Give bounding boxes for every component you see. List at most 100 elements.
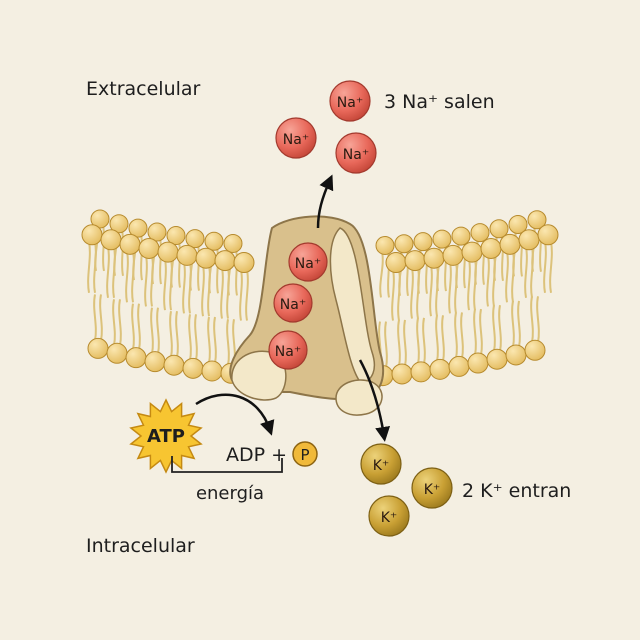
lipid-tail <box>226 319 230 366</box>
lipid-tails <box>87 224 553 368</box>
lipid-tail <box>216 247 219 294</box>
lipid-head <box>461 241 483 263</box>
lipid-tail <box>93 241 97 293</box>
lipid-tail <box>220 267 224 319</box>
na-ion: Na⁺ <box>268 330 308 370</box>
lipid-head <box>527 210 547 230</box>
lipid-tail <box>194 314 198 361</box>
lipid-head <box>429 358 451 380</box>
lipid-head <box>119 233 141 255</box>
k-ion: K⁺ <box>411 467 453 509</box>
svg-text:K⁺: K⁺ <box>381 510 398 526</box>
lipid-tail <box>150 255 154 307</box>
svg-text:P: P <box>300 446 309 464</box>
lipid-tail <box>403 319 407 367</box>
k-ion: K⁺ <box>360 443 402 485</box>
lipid-tail <box>163 258 167 311</box>
lipid-tail <box>530 296 534 343</box>
lipid-tail <box>543 241 547 293</box>
lipid-head <box>100 229 122 251</box>
atp-label: ATP <box>147 426 185 447</box>
sodium-ions-in-pump: Na⁺ Na⁺ Na⁺ <box>268 242 328 370</box>
lipid-head <box>223 233 243 253</box>
lipid-tail <box>182 262 186 314</box>
svg-text:Na⁺: Na⁺ <box>295 256 321 272</box>
lipid-tail <box>448 262 452 314</box>
atp-hydrolysis-arrow <box>195 393 275 436</box>
lipid-tail <box>473 308 477 356</box>
lipid-head <box>489 219 509 239</box>
lipid-tail <box>169 258 173 311</box>
lipid-head <box>138 237 160 259</box>
lipid-tail <box>118 299 122 346</box>
lipid-tail <box>384 321 388 368</box>
lipid-head <box>157 241 179 263</box>
atp-burst: ATP <box>129 398 203 474</box>
lipid-head <box>404 250 426 272</box>
lipid-head <box>385 252 407 274</box>
lipid-heads <box>81 209 559 387</box>
lipid-head <box>163 354 185 376</box>
lipid-tail <box>188 262 192 314</box>
lipid-head <box>195 247 217 269</box>
lipid-head <box>87 337 109 359</box>
lipid-head <box>144 351 166 373</box>
potassium-entry-caption: 2 K⁺ entran <box>462 480 571 502</box>
lipid-tail <box>416 267 420 319</box>
energy-bracket <box>171 456 283 473</box>
lipid-tail <box>505 251 509 303</box>
lipid-tail <box>112 246 116 298</box>
lipid-tail <box>435 265 439 317</box>
lipid-head <box>125 347 147 369</box>
lipid-tail <box>197 244 200 291</box>
svg-text:Na⁺: Na⁺ <box>275 344 301 360</box>
lipid-tail <box>235 249 238 296</box>
na-ion: Na⁺ <box>275 117 317 159</box>
lipid-tail <box>131 303 135 350</box>
lipid-tail <box>140 233 143 281</box>
lipid-head <box>423 247 445 269</box>
na-ion: Na⁺ <box>329 80 371 122</box>
lipid-tail <box>530 246 534 298</box>
sodium-ions-outside: Na⁺ Na⁺ Na⁺ <box>275 80 377 174</box>
lipid-head <box>508 214 528 234</box>
lipid-tail <box>175 311 179 358</box>
lipid-tail <box>467 258 471 311</box>
lipid-tail <box>112 299 116 346</box>
potassium-ions-inside: K⁺ K⁺ K⁺ <box>360 443 453 537</box>
svg-text:Na⁺: Na⁺ <box>280 297 306 313</box>
potassium-entry-arrow <box>358 359 391 442</box>
lipid-head <box>394 234 414 254</box>
lipid-tail <box>549 241 553 293</box>
lipid-tail <box>397 269 401 321</box>
phospholipid-bilayer <box>81 209 559 387</box>
lipid-tail <box>87 241 91 293</box>
lipid-head <box>470 223 490 243</box>
lipid-head <box>147 222 167 242</box>
na-ion: Na⁺ <box>335 132 377 174</box>
lipid-tail <box>188 314 192 361</box>
lipid-head <box>106 342 128 364</box>
lipid-tail <box>239 269 243 321</box>
pump-right-lobe <box>335 379 383 416</box>
svg-text:K⁺: K⁺ <box>424 482 441 498</box>
lipid-head <box>204 231 224 251</box>
lipid-tail <box>159 237 162 285</box>
lipid-tail <box>379 251 384 298</box>
lipid-tail <box>207 265 211 317</box>
lipid-head <box>480 237 502 259</box>
lipid-head <box>176 244 198 266</box>
lipid-tail <box>169 311 173 358</box>
lipid-tail <box>144 255 148 307</box>
lipid-tail <box>99 294 103 341</box>
lipid-tail <box>150 307 154 354</box>
lipid-tail <box>397 319 401 367</box>
lipid-head <box>410 361 432 383</box>
sodium-exit-caption: 3 Na⁺ salen <box>384 91 495 113</box>
lipid-tail <box>492 305 496 352</box>
na-ion: Na⁺ <box>273 283 313 323</box>
lipid-tail <box>435 315 439 362</box>
lipid-tail <box>213 316 217 364</box>
lipid-tail <box>201 265 205 317</box>
